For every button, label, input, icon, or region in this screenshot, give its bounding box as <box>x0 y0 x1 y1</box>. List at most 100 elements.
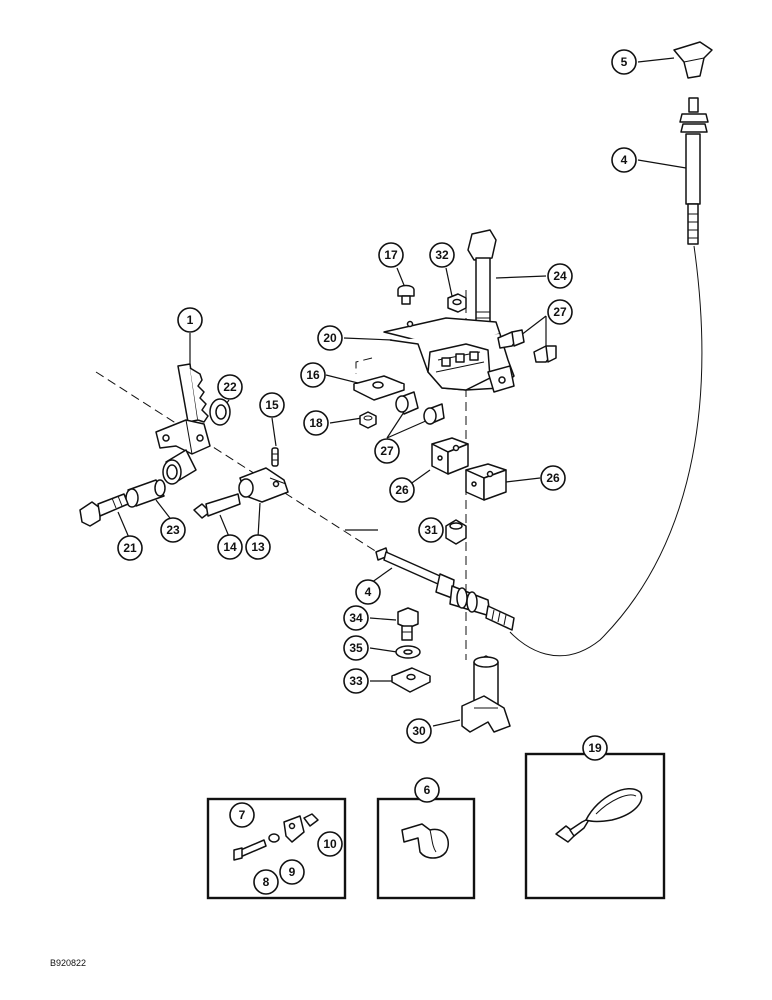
callout-circle <box>160 517 186 543</box>
callout-label: 17 <box>384 248 398 262</box>
callout-circle <box>177 307 203 333</box>
screw-part-27-upper <box>497 329 557 363</box>
callout-label: 27 <box>380 444 394 458</box>
block-part-26-upper <box>431 437 469 475</box>
callout-c35: 35 <box>343 635 369 661</box>
callout-circle <box>355 579 381 605</box>
callout-circle <box>217 534 243 560</box>
callout-circle <box>229 802 255 828</box>
inset-box-right <box>524 752 666 900</box>
callout-c24: 24 <box>547 263 573 289</box>
callout-c15: 15 <box>259 392 285 418</box>
block-part-26-lower <box>465 463 507 501</box>
callout-label: 23 <box>166 523 180 537</box>
pin-part-14 <box>193 493 241 519</box>
callout-circle <box>611 49 637 75</box>
callout-circle <box>317 831 343 857</box>
callout-label: 1 <box>187 313 194 327</box>
callout-label: 24 <box>553 269 567 283</box>
callout-c19: 19 <box>582 735 608 761</box>
lever-hub <box>162 449 197 485</box>
callout-label: 20 <box>323 331 337 345</box>
callout-c7: 7 <box>229 802 255 828</box>
callout-c16: 16 <box>300 362 326 388</box>
lock-nut-part-31 <box>445 519 467 545</box>
callout-label: 22 <box>223 380 237 394</box>
inset-box-center <box>376 797 476 900</box>
callout-label: 9 <box>289 865 296 879</box>
callout-label: 32 <box>435 248 449 262</box>
callout-circle <box>317 325 343 351</box>
callout-c4a: 4 <box>611 147 637 173</box>
callout-circle <box>303 410 329 436</box>
callout-c23: 23 <box>160 517 186 543</box>
bolt-part-17 <box>397 284 415 305</box>
callout-c33: 33 <box>343 668 369 694</box>
callout-circle <box>374 438 400 464</box>
callout-circle <box>253 869 279 895</box>
knob-part-5 <box>673 41 713 79</box>
callout-circle <box>300 362 326 388</box>
callout-circle <box>378 242 404 268</box>
callout-c6: 6 <box>414 777 440 803</box>
washer-part-35 <box>395 645 421 659</box>
callout-circle <box>259 392 285 418</box>
callout-c1: 1 <box>177 307 203 333</box>
callout-label: 8 <box>263 875 270 889</box>
callout-circle <box>389 477 415 503</box>
callout-circle <box>343 605 369 631</box>
drawing-code: B920822 <box>50 958 87 968</box>
callout-label: 30 <box>412 724 426 738</box>
clevis-part-13 <box>238 467 289 503</box>
bracket-part-20 <box>383 317 515 393</box>
callout-circle <box>547 299 573 325</box>
callout-c26a: 26 <box>389 477 415 503</box>
callout-label: 13 <box>251 540 265 554</box>
callout-circle <box>582 735 608 761</box>
support-part-30 <box>461 655 511 733</box>
nut-part-18 <box>359 411 377 429</box>
callout-circle <box>343 668 369 694</box>
callout-circle <box>540 465 566 491</box>
callout-label: 7 <box>239 808 246 822</box>
callout-c34: 34 <box>343 605 369 631</box>
callout-label: 26 <box>546 471 560 485</box>
callout-label: 27 <box>553 305 567 319</box>
callout-c4b: 4 <box>355 579 381 605</box>
callout-circle <box>418 517 444 543</box>
callout-c22: 22 <box>217 374 243 400</box>
callout-c17: 17 <box>378 242 404 268</box>
lever-part-1 <box>155 363 211 455</box>
nut-part-32 <box>447 293 467 313</box>
callout-c18: 18 <box>303 410 329 436</box>
callout-c10: 10 <box>317 831 343 857</box>
callout-label: 16 <box>306 368 320 382</box>
callout-circle <box>547 263 573 289</box>
callout-label: 18 <box>309 416 323 430</box>
callout-c32: 32 <box>429 242 455 268</box>
callout-label: 26 <box>395 483 409 497</box>
callout-circle <box>343 635 369 661</box>
callout-label: 33 <box>349 674 363 688</box>
callout-label: 4 <box>621 153 628 167</box>
callout-circle <box>406 718 432 744</box>
callout-label: 6 <box>424 783 431 797</box>
callout-c31: 31 <box>418 517 444 543</box>
callout-label: 21 <box>123 541 137 555</box>
callout-circle <box>429 242 455 268</box>
callout-circle <box>117 535 143 561</box>
long-bolt-part-24 <box>467 229 497 325</box>
callout-c30: 30 <box>406 718 432 744</box>
leader-lines <box>117 57 687 874</box>
callout-circle <box>279 859 305 885</box>
callout-c9: 9 <box>279 859 305 885</box>
callout-c20: 20 <box>317 325 343 351</box>
plate-nut-part-16 <box>353 375 405 401</box>
washer-part-22 <box>209 398 231 426</box>
callout-label: 15 <box>265 398 279 412</box>
callout-label: 35 <box>349 641 363 655</box>
callout-c26b: 26 <box>540 465 566 491</box>
callout-c13: 13 <box>245 534 271 560</box>
assembly-centerlines <box>95 290 467 660</box>
